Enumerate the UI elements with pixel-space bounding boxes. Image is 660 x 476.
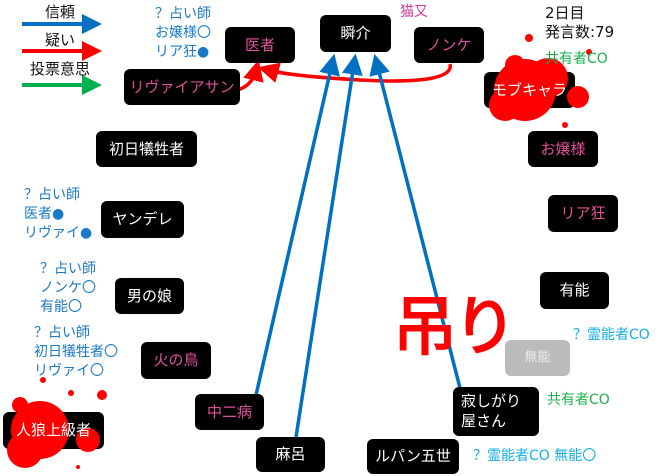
co-medium-label: ？霊能者CO 無能〇 (473, 448, 597, 464)
seer-line: リア狂● (155, 44, 210, 60)
node-jinrou-label: 人狼上級者 (15, 421, 91, 440)
legend-vote-label: 投票意思 (30, 60, 91, 78)
seer-line: 有能〇 (40, 299, 82, 315)
node-maro[interactable]: 麻呂 (256, 437, 325, 472)
seer-result-1: ？占い師お嬢様〇リア狂● (155, 5, 211, 62)
node-chuunibyou[interactable]: 中二病 (195, 394, 264, 430)
seer-title: ？占い師 (155, 6, 211, 22)
seer-result-4: ？占い師初日犠牲者〇リヴァイ〇 (34, 324, 118, 381)
seer-result-2: ？占い師医者● リヴァイ● (24, 186, 92, 243)
co-shared-label: 共有者CO (545, 51, 608, 67)
day-label: 2日目 (545, 4, 585, 22)
seer-result-3: ？占い師ノンケ〇有能〇 (40, 260, 96, 317)
seer-line: リヴァイ〇 (34, 363, 104, 379)
seer-line: リヴァイ● (24, 225, 93, 241)
trust-arrow-chuunibyou (254, 53, 340, 396)
node-sabishigari[interactable]: 寂しがり屋さん (453, 387, 539, 436)
legend-trust-label: 信頼 (45, 3, 76, 21)
co-shared-label: 共有者CO (547, 392, 610, 408)
node-lupin[interactable]: ルパン五世 (367, 439, 459, 474)
node-mobchara-label: モブキャラ (491, 80, 567, 99)
seer-line: ノンケ〇 (40, 280, 96, 296)
node-riakyo[interactable]: リア狂 (548, 195, 618, 232)
node-shunsuke[interactable]: 瞬介 (320, 15, 391, 52)
node-hinotori[interactable]: 火の鳥 (141, 342, 211, 379)
node-isha[interactable]: 医者 (225, 27, 295, 63)
seer-title: ？占い師 (24, 187, 80, 203)
node-leviathan[interactable]: リヴァイアサン (124, 69, 240, 105)
status: 2日目 発言数:79 (545, 4, 614, 42)
seer-line: 初日犠牲者〇 (34, 344, 118, 360)
legend-arrows (22, 14, 102, 95)
node-yandere[interactable]: ヤンデレ (101, 201, 184, 238)
co-medium-label: ？霊能者CO (573, 327, 650, 343)
seer-title: ？占い師 (34, 325, 90, 341)
node-ojousama[interactable]: お嬢様 (528, 131, 598, 167)
node-yuunou[interactable]: 有能 (540, 272, 609, 309)
post-count: 発言数:79 (545, 23, 615, 41)
doubt-arrow-nonke-isha (257, 62, 452, 83)
trust-arrow-maro (294, 53, 363, 438)
nekomata-label: 猫又 (400, 4, 428, 20)
trust-arrow-sabishigari (369, 53, 462, 389)
node-shonichi[interactable]: 初日犠牲者 (96, 131, 197, 167)
seer-line: お嬢様〇 (155, 25, 211, 41)
legend-doubt-label: 疑い (45, 31, 76, 49)
node-munou-dead[interactable]: 無能 (505, 340, 570, 376)
hanged-mark: 吊り (393, 291, 517, 365)
node-otokonoko[interactable]: 男の娘 (115, 278, 184, 314)
seer-line: 医者● (24, 206, 65, 222)
node-nonke[interactable]: ノンケ (414, 27, 484, 63)
seer-title: ？占い師 (40, 261, 96, 277)
